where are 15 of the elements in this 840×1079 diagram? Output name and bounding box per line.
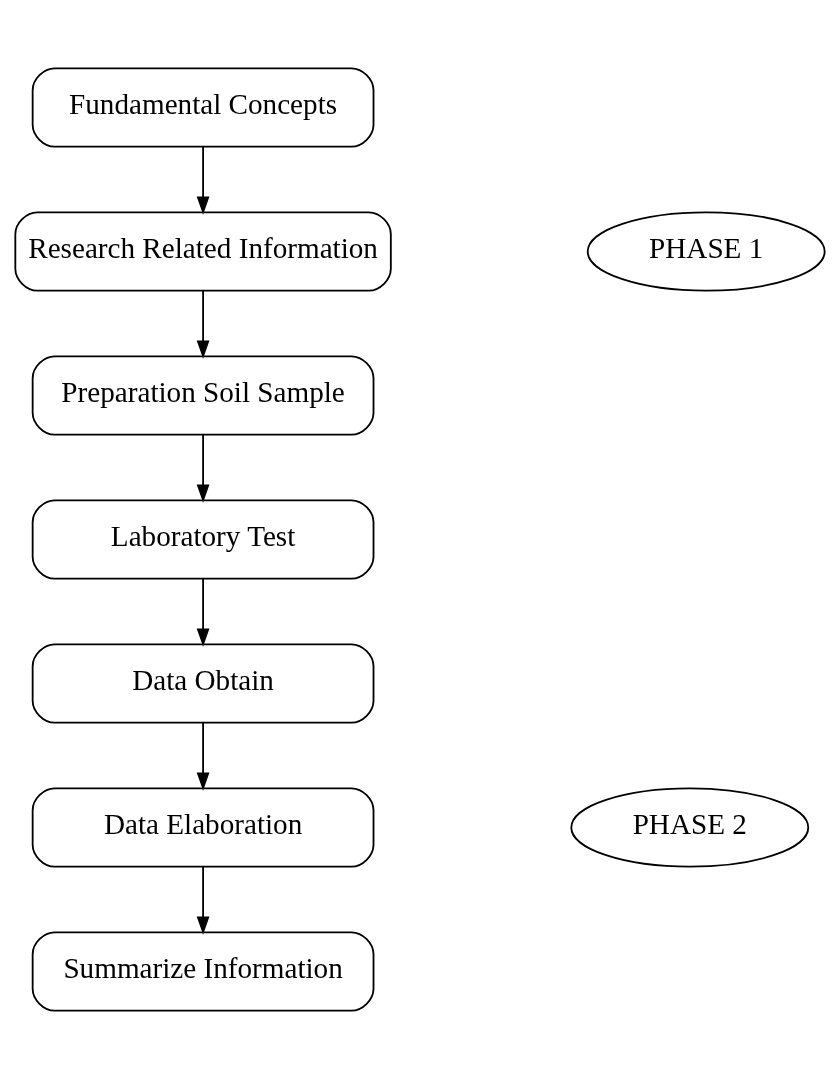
node-box: Data Obtain: [31, 643, 375, 724]
node-box: Research Related Information: [14, 211, 392, 292]
arrow: [196, 578, 210, 647]
arrow: [196, 290, 210, 359]
node-ellipse: PHASE 2: [570, 787, 810, 868]
node-box: Summarize Information: [31, 931, 375, 1012]
arrow: [196, 434, 210, 503]
arrow: [196, 722, 210, 791]
arrow: [196, 146, 210, 215]
node-ellipse: PHASE 1: [586, 211, 826, 292]
node-box: Fundamental Concepts: [31, 67, 375, 148]
arrow: [196, 866, 210, 935]
node-box: Preparation Soil Sample: [31, 355, 375, 436]
node-box: Data Elaboration: [31, 787, 375, 868]
node-box: Laboratory Test: [31, 499, 375, 580]
